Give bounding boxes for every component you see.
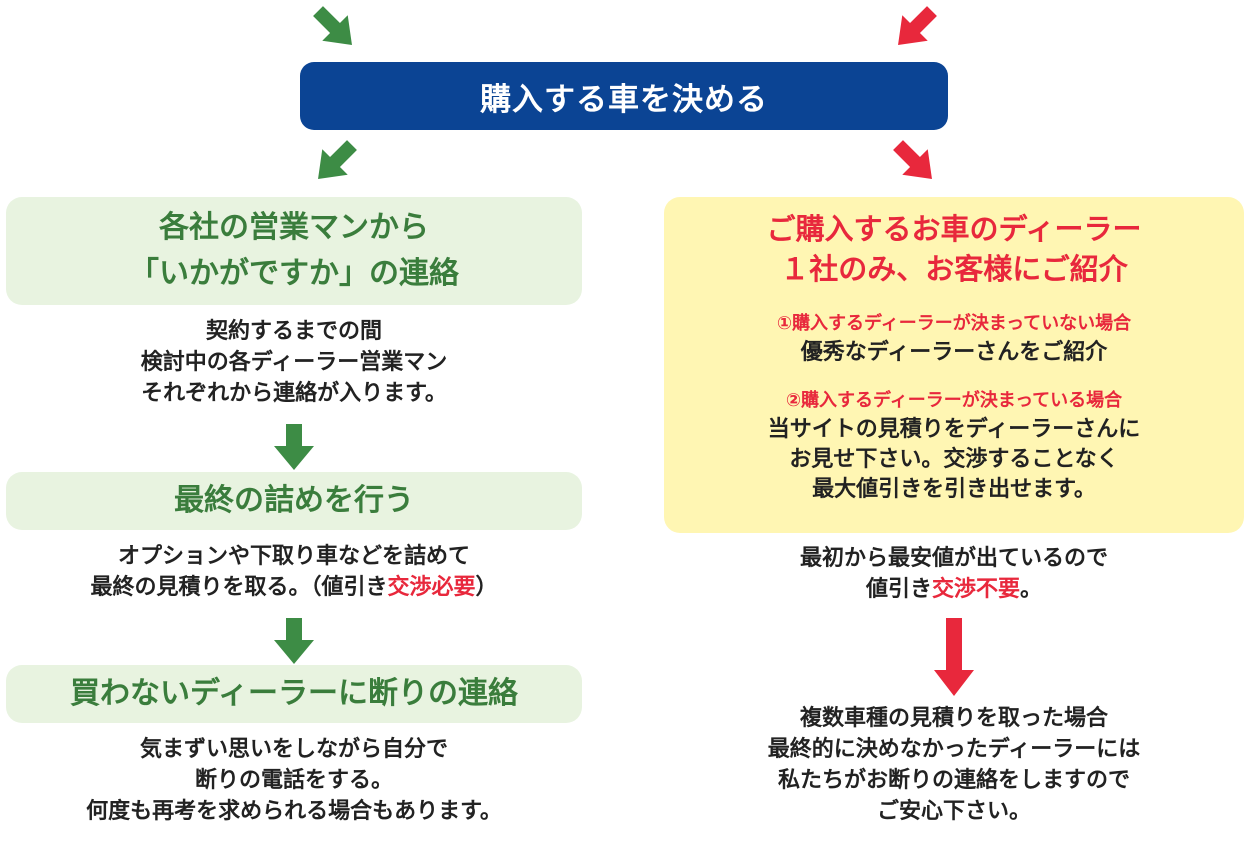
service-note-line2: 値引き交渉不要。 xyxy=(664,574,1244,605)
service-panel-title: ご購入するお車のディーラー １社のみ、お客様にご紹介 xyxy=(664,209,1244,289)
service-panel: ご購入するお車のディーラー １社のみ、お客様にご紹介 ①購入するディーラーが決ま… xyxy=(664,197,1244,533)
service-title-line1: ご購入するお車のディーラー xyxy=(766,212,1142,246)
service-note-line2-post: 。 xyxy=(1020,577,1043,602)
step2-title: 最終の詰めを行う xyxy=(174,483,414,518)
top-right-diagonal-arrow-icon xyxy=(898,6,937,45)
service-final-line4: ご安心下さい。 xyxy=(876,799,1031,824)
case2-body-line3: 最大値引きを引き出せます。 xyxy=(812,477,1096,502)
step1-title-line2: 「いかがですか」の連絡 xyxy=(129,256,459,291)
step1-body-line2: 検討中の各ディーラー営業マン xyxy=(140,350,448,375)
service-down-arrow-icon xyxy=(934,618,974,696)
step1-down-arrow-icon xyxy=(274,424,314,470)
step1-panel: 各社の営業マンから 「いかがですか」の連絡 xyxy=(6,197,582,305)
service-final-line3: 私たちがお断りの連絡をしますので xyxy=(777,768,1130,793)
service-final-line1: 複数車種の見積りを取った場合 xyxy=(799,706,1108,731)
left-branch-arrow-icon xyxy=(318,140,357,179)
step3-panel: 買わないディーラーに断りの連絡 xyxy=(6,665,582,723)
service-note-line1: 最初から最安値が出ているので xyxy=(799,546,1108,571)
right-branch-arrow-icon xyxy=(893,140,932,179)
step3-body-line2: 断りの電話をする。 xyxy=(194,768,393,793)
case2-block: ②購入するディーラーが決まっている場合 当サイトの見積りをディーラーさんに お見… xyxy=(664,387,1244,505)
step1-body: 契約するまでの間 検討中の各ディーラー営業マン それぞれから連絡が入ります。 xyxy=(6,316,582,409)
top-left-diagonal-arrow-icon xyxy=(313,6,352,45)
step1-title-line1: 各社の営業マンから xyxy=(159,210,429,245)
step3-body-line3: 何度も再考を求められる場合もあります。 xyxy=(86,799,502,824)
step2-body-line1: オプションや下取り車などを詰めて xyxy=(117,544,470,569)
step3-title: 買わないディーラーに断りの連絡 xyxy=(70,676,518,711)
case2-title: ②購入するディーラーが決まっている場合 xyxy=(785,390,1123,411)
step2-body-line2: 最終の見積りを取る。（値引き交渉必要） xyxy=(6,572,582,603)
service-note: 最初から最安値が出ているので 値引き交渉不要。 xyxy=(664,543,1244,605)
case2-body-line2: お見せ下さい。交渉することなく xyxy=(789,447,1119,472)
top-banner: 購入する車を決める xyxy=(300,62,948,130)
step2-body: オプションや下取り車などを詰めて 最終の見積りを取る。（値引き交渉必要） xyxy=(6,541,582,603)
step2-body-line2-pre: 最終の見積りを取る。（値引き xyxy=(90,575,388,600)
step1-body-line3: それぞれから連絡が入ります。 xyxy=(141,381,447,406)
case1-body: 優秀なディーラーさんをご紹介 xyxy=(800,340,1108,365)
step1-body-line1: 契約するまでの間 xyxy=(205,319,382,344)
negotiation-required-highlight: 交渉必要 xyxy=(387,575,476,600)
top-banner-title: 購入する車を決める xyxy=(480,81,768,118)
step2-down-arrow-icon xyxy=(274,618,314,664)
step3-body-line1: 気まずい思いをしながら自分で xyxy=(139,737,448,762)
case2-body-line1: 当サイトの見積りをディーラーさんに xyxy=(767,417,1141,442)
step2-body-line2-post: ） xyxy=(475,575,498,600)
step2-panel: 最終の詰めを行う xyxy=(6,472,582,530)
negotiation-unnecessary-highlight: 交渉不要 xyxy=(931,577,1020,602)
service-final: 複数車種の見積りを取った場合 最終的に決めなかったディーラーには 私たちがお断り… xyxy=(664,703,1244,827)
service-final-line2: 最終的に決めなかったディーラーには xyxy=(767,737,1141,762)
case1-block: ①購入するディーラーが決まっていない場合 優秀なディーラーさんをご紹介 xyxy=(664,310,1244,368)
case1-title: ①購入するディーラーが決まっていない場合 xyxy=(776,313,1132,334)
service-note-line2-pre: 値引き xyxy=(865,577,932,602)
step3-body: 気まずい思いをしながら自分で 断りの電話をする。 何度も再考を求められる場合もあ… xyxy=(6,734,582,827)
service-title-line2: １社のみ、お客様にご紹介 xyxy=(780,252,1128,286)
